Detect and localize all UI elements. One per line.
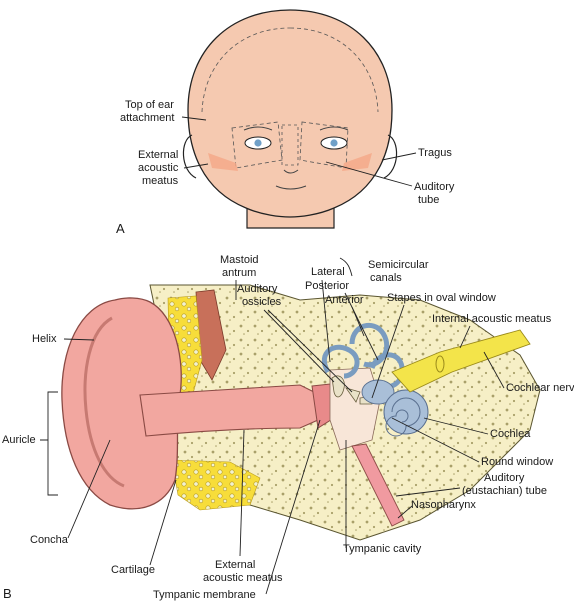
label-mastoid-1: Mastoid <box>220 254 259 266</box>
eustachian-tube <box>351 443 405 527</box>
bracket-canals <box>339 257 353 277</box>
right-brow <box>319 126 349 131</box>
cochlea-spiral <box>385 397 421 437</box>
leader-auditory-tube-a <box>325 161 413 187</box>
leader-tympanic-membrane <box>265 419 321 595</box>
lateral-canal <box>321 344 360 379</box>
label-concha: Concha <box>30 534 69 546</box>
incus <box>345 387 361 403</box>
leader-helix <box>63 338 95 341</box>
label-cartilage: Cartilage <box>111 564 155 576</box>
leader-tragus <box>381 152 417 161</box>
panel-b-illustration <box>61 284 541 541</box>
left-brow <box>243 126 273 131</box>
leader-auditory-tube-b <box>395 487 461 497</box>
label-ossicles-2: ossicles <box>242 296 282 308</box>
leader-cochlea <box>423 417 489 435</box>
leader-posterior <box>344 292 379 361</box>
leader-ossicles-1 <box>263 309 335 383</box>
label-cochlea: Cochlea <box>490 428 531 440</box>
label-anterior: Anterior <box>325 294 364 306</box>
leader-eam-a <box>183 163 209 169</box>
panel-letter-a: A <box>116 221 125 236</box>
label-auricle: Auricle <box>2 434 36 446</box>
label-auditory-tube-a-2: tube <box>418 194 439 206</box>
right-ear <box>383 134 398 179</box>
leader-stapes <box>371 304 405 399</box>
right-iris <box>330 139 338 147</box>
label-stapes: Stapes in oval window <box>387 292 496 304</box>
auricle-shape <box>61 297 182 510</box>
skull-outline <box>201 27 379 113</box>
label-auditory-tube-b-1: Auditory <box>484 472 525 484</box>
label-nasopharynx: Nasopharynx <box>411 499 476 511</box>
left-iris <box>254 139 262 147</box>
panel-letter-b: B <box>3 586 12 601</box>
leader-internal-meatus <box>459 325 471 349</box>
label-mastoid-2: antrum <box>222 267 256 279</box>
label-semicircular-1: Semicircular <box>368 259 429 271</box>
label-ossicles-1: Auditory <box>237 283 278 295</box>
label-eam-a-3: meatus <box>142 175 179 187</box>
label-posterior: Posterior <box>305 280 349 292</box>
label-helix: Helix <box>32 333 57 345</box>
leader-ossicles-2 <box>267 309 353 393</box>
label-top-of-ear-1: Top of ear <box>125 99 174 111</box>
head-outline <box>187 9 393 218</box>
leader-lateral <box>321 279 331 363</box>
label-cochlear-nerve: Cochlear nerve <box>506 382 574 394</box>
label-internal-meatus: Internal acoustic meatus <box>432 313 552 325</box>
leader-anterior <box>351 306 365 337</box>
fat-lower <box>171 459 261 511</box>
orbit-left <box>231 121 283 169</box>
leader-top-of-ear <box>181 116 207 121</box>
label-tragus: Tragus <box>418 147 452 159</box>
label-eam-a-1: External <box>138 149 178 161</box>
leader-cochlear-nerve <box>483 351 505 389</box>
mouth <box>275 185 307 190</box>
label-semicircular-2: canals <box>370 272 402 284</box>
label-eam-b-1: External <box>215 559 255 571</box>
leader-eam-b <box>239 429 245 557</box>
panel-a-illustration <box>182 9 398 229</box>
label-tympanic-cavity: Tympanic cavity <box>343 543 422 555</box>
leader-concha <box>67 439 111 539</box>
label-auditory-tube-a-1: Auditory <box>414 181 455 193</box>
cochlear-nerve-shape <box>391 329 531 393</box>
helix-rim <box>83 316 125 488</box>
label-lateral: Lateral <box>311 266 345 278</box>
label-tympanic-membrane: Tympanic membrane <box>153 589 256 601</box>
label-auditory-tube-b-2: (eustachian) tube <box>462 485 547 497</box>
left-ear <box>182 134 197 179</box>
label-round-window: Round window <box>481 456 553 468</box>
bracket-auricle <box>40 391 58 496</box>
nasal-cavity <box>281 124 299 166</box>
nerve-ring <box>435 355 445 373</box>
nose <box>283 169 299 174</box>
right-auditory-tube <box>342 153 372 171</box>
label-eam-b-2: acoustic meatus <box>203 572 283 584</box>
leader-nasopharynx <box>397 505 413 519</box>
label-eam-a-2: acoustic <box>138 162 179 174</box>
label-top-of-ear-2: attachment <box>120 112 174 124</box>
leader-round-window <box>391 417 480 463</box>
left-auditory-tube <box>208 153 238 171</box>
leader-cartilage <box>149 479 177 566</box>
